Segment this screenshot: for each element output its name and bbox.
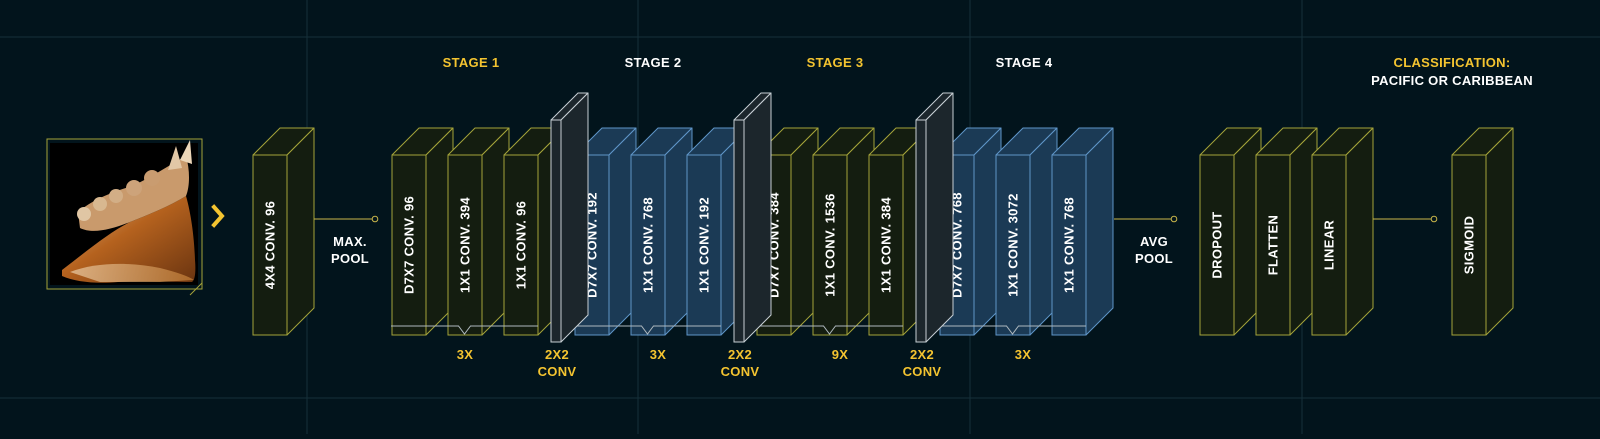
sigmoid-block-label: SIGMOID: [1462, 216, 1477, 274]
downsample-3-line2: CONV: [902, 364, 942, 379]
stage-2-block-2: 1X1 CONV. 768: [630, 127, 693, 336]
downsample-3-line1: 2X2: [909, 347, 935, 362]
downsample-1-slab-side: [560, 92, 589, 343]
stage-3-repeat-bracket: [756, 325, 903, 335]
stem-block-label: 4X4 CONV. 96: [263, 201, 278, 289]
downsample-2-line2: CONV: [720, 364, 760, 379]
sigmoid-connector-dot: [1430, 215, 1438, 223]
stage-1-block-3-front: [503, 154, 539, 336]
head-block-flatten: FLATTEN: [1255, 127, 1318, 336]
stem-block: 4X4 CONV. 96: [252, 127, 315, 336]
input-image-frame: [46, 138, 225, 296]
stage-4-block-3: 1X1 CONV. 768: [1051, 127, 1114, 336]
stage-1-block-3-label: 1X1 CONV. 96: [514, 201, 529, 289]
downsample-2-slab-side: [743, 92, 772, 343]
stage-4-block-2-front: [995, 154, 1031, 336]
stage-3-block-2: 1X1 CONV. 1536: [812, 127, 875, 336]
sigmoid-block-front: [1451, 154, 1487, 336]
downsample-2-slab-front: [733, 119, 745, 343]
stem-block-side: [286, 127, 315, 336]
downsample-1-slab-front: [550, 119, 562, 343]
head-block-dropout-front: [1199, 154, 1235, 336]
stage-3-block-2-label: 1X1 CONV. 1536: [823, 193, 838, 296]
max-pool-connector-dot: [371, 215, 379, 223]
stage-4-repeat-bracket: [939, 325, 1086, 335]
stage-1-repeat-bracket: [391, 325, 538, 335]
head-block-flatten-front: [1255, 154, 1291, 336]
stage-1-block-1-front: [391, 154, 427, 336]
stage-1-block-2: 1X1 CONV. 394: [447, 127, 510, 336]
sigmoid-block-side: [1485, 127, 1514, 336]
head-block-linear-side: [1345, 127, 1374, 336]
max-pool-label-line2: POOL: [330, 251, 370, 266]
stage-2-block-2-front: [630, 154, 666, 336]
downsample-3-slab-front: [915, 119, 927, 343]
stage-2-block-3-label: 1X1 CONV. 192: [697, 197, 712, 293]
stage-1-repeat: 3X: [456, 347, 474, 362]
chevron-right-icon: [211, 204, 225, 228]
head-block-flatten-label: FLATTEN: [1266, 215, 1281, 275]
stage-2-block-3-front: [686, 154, 722, 336]
stage-4-block-3-label: 1X1 CONV. 768: [1062, 197, 1077, 293]
downsample-3-slab-side: [925, 92, 954, 343]
stage-1-block-2-label: 1X1 CONV. 394: [458, 197, 473, 293]
head-block-dropout-label: DROPOUT: [1210, 211, 1225, 278]
max-pool-label-line1: MAX.: [333, 234, 367, 249]
image-frame-back: [46, 138, 203, 290]
stage-4-repeat: 3X: [1014, 347, 1032, 362]
stage-2-repeat-bracket: [574, 325, 721, 335]
stage-3-block-3-front: [868, 154, 904, 336]
stage-2-title: STAGE 2: [624, 55, 682, 70]
stage-4-block-3-side: [1085, 127, 1114, 336]
stage-4-block-3-front: [1051, 154, 1087, 336]
conch-shell-image: [62, 140, 196, 283]
stage-4-block-2-label: 1X1 CONV. 3072: [1006, 193, 1021, 296]
stage-2-repeat: 3X: [649, 347, 667, 362]
stage-3-title: STAGE 3: [806, 55, 864, 70]
image-frame-depth: [189, 282, 203, 296]
downsample-3-slab: [915, 92, 954, 343]
stage-1-block-2-front: [447, 154, 483, 336]
stage-3-block-2-front: [812, 154, 848, 336]
stem-block-front: [252, 154, 288, 336]
downsample-1-slab: [550, 92, 589, 343]
stage-4-block-2: 1X1 CONV. 3072: [995, 127, 1058, 336]
stage-1-block-1: D7X7 CONV. 96: [391, 127, 454, 336]
classification-title: CLASSIFICATION:: [1393, 55, 1511, 70]
downsample-2-line1: 2X2: [727, 347, 753, 362]
avg-pool-label-line2: POOL: [1134, 251, 1174, 266]
network-blocks: 4X4 CONV. 96 D7X7 CONV. 96 1X1 CONV. 394 1X…: [252, 92, 1514, 343]
stage-4-title: STAGE 4: [995, 55, 1053, 70]
avg-pool-connector-dot: [1170, 215, 1178, 223]
classification-subtitle: PACIFIC OR CARIBBEAN: [1371, 73, 1533, 88]
head-block-linear-front: [1311, 154, 1347, 336]
stage-3-block-3-label: 1X1 CONV. 384: [879, 197, 894, 293]
sigmoid-block: SIGMOID: [1451, 127, 1514, 336]
head-block-linear-label: LINEAR: [1322, 220, 1337, 271]
stage-1-block-1-label: D7X7 CONV. 96: [402, 196, 417, 294]
downsample-1-line1: 2X2: [544, 347, 570, 362]
head-block-dropout: DROPOUT: [1199, 127, 1262, 336]
stage-2-block-2-label: 1X1 CONV. 768: [641, 197, 656, 293]
downsample-2-slab: [733, 92, 772, 343]
downsample-1-line2: CONV: [537, 364, 577, 379]
head-block-linear: LINEAR: [1311, 127, 1374, 336]
stage-3-repeat: 9X: [831, 347, 849, 362]
stage-1-title: STAGE 1: [442, 55, 500, 70]
avg-pool-label-line1: AVG: [1139, 234, 1169, 249]
